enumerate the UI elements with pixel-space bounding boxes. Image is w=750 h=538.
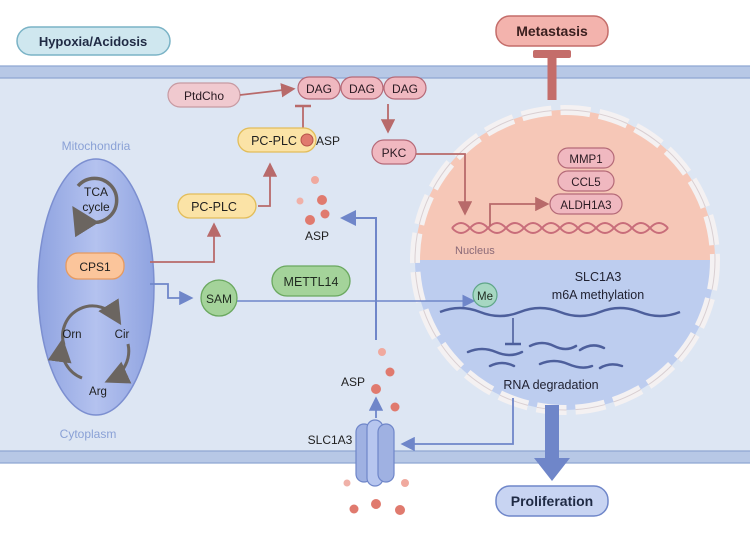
me-label: Me <box>477 291 493 303</box>
asp-dot <box>378 348 386 356</box>
slc1a3-label: SLC1A3 <box>308 433 353 447</box>
pkc-label: PKC <box>382 146 407 160</box>
metastasis-inhibition-bar <box>533 50 571 58</box>
asp-dot <box>311 176 319 184</box>
hypoxia-acidosis-badge: Hypoxia/Acidosis <box>16 26 171 56</box>
transcription-arrow <box>489 196 550 226</box>
cir-label: Cir <box>115 329 130 341</box>
pcplc-activation-arrow <box>258 162 278 207</box>
cps1-node: CPS1 <box>65 252 125 280</box>
rna-fragments <box>466 341 624 370</box>
asp-dot <box>371 499 381 509</box>
asp-dot <box>395 505 405 515</box>
arg-label: Arg <box>89 386 107 398</box>
sam-node: SAM <box>200 279 238 317</box>
pkc-node: PKC <box>371 139 417 165</box>
ptdcho-node: PtdCho <box>167 82 241 108</box>
asp-dot <box>305 215 315 225</box>
dna-helix <box>451 222 669 234</box>
gene-aldh1a3: ALDH1A3 <box>549 193 623 215</box>
top-membrane <box>0 66 750 78</box>
slc1a3-methylation-line2: m6A methylation <box>552 288 644 302</box>
asp-dot <box>317 195 327 205</box>
tca-label-line1: TCA <box>84 185 108 199</box>
asp-dot <box>343 479 351 487</box>
asp-cytoplasm-cluster: ASP <box>296 176 330 243</box>
cytoplasm-label: Cytoplasm <box>60 427 117 441</box>
urea-cycle: Orn Cir Arg <box>47 298 132 398</box>
asp-dot <box>349 504 359 514</box>
asp-dot <box>320 209 330 219</box>
gene-ccl5: CCL5 <box>557 170 615 192</box>
metastasis-badge: Metastasis <box>495 15 609 47</box>
asp-dot <box>296 197 304 205</box>
asp-cytoplasm-label: ASP <box>305 229 329 243</box>
nucleus-label: Nucleus <box>455 245 495 257</box>
mito-to-sam-arrow <box>150 283 194 306</box>
pc-plc-active-label: PC-PLC <box>251 134 297 148</box>
metastasis-label: Metastasis <box>516 23 588 39</box>
gene-aldh1a3-label: ALDH1A3 <box>560 200 611 212</box>
pc-plc-node: PC-PLC <box>177 193 257 219</box>
mitochondria-label: Mitochondria <box>62 139 131 153</box>
asp-dot <box>401 479 409 487</box>
nucleus-to-slc1a3-arrow <box>400 398 514 452</box>
slc1a3-mrna <box>439 306 681 318</box>
proliferation-label: Proliferation <box>511 493 593 509</box>
gene-mmp1: MMP1 <box>557 147 615 169</box>
asp-extracellular-cluster <box>343 479 409 515</box>
asp-dot <box>371 384 381 394</box>
hypoxia-acidosis-label: Hypoxia/Acidosis <box>39 34 147 49</box>
asp-import-cluster: ASP <box>341 348 400 412</box>
proliferation-arrow <box>534 405 570 481</box>
pc-plc-label: PC-PLC <box>191 200 237 214</box>
asp-bound-dot <box>300 133 314 147</box>
asp-bound-label: ASP <box>316 134 340 148</box>
asp-dot <box>390 402 400 412</box>
slc1a3-transporter <box>355 419 395 487</box>
sam-label: SAM <box>206 292 232 306</box>
dag-label-1: DAG <box>306 82 332 96</box>
mettl14-node: METTL14 <box>271 265 351 297</box>
dag-label-3: DAG <box>392 82 418 96</box>
proliferation-badge: Proliferation <box>495 485 609 517</box>
ptdcho-to-dag-arrow <box>239 83 296 98</box>
slc1a3-methylation-line1: SLC1A3 <box>575 270 622 284</box>
mettl14-label: METTL14 <box>284 275 339 289</box>
asp-transport-arrow <box>340 210 377 340</box>
rna-degradation-label: RNA degradation <box>503 378 598 392</box>
asp-dot <box>385 367 395 377</box>
tca-label-line2: cycle <box>82 200 110 214</box>
orn-label: Orn <box>62 329 81 341</box>
asp-import-label: ASP <box>341 375 365 389</box>
pc-plc-active-node: PC-PLC <box>237 127 317 153</box>
pkc-to-nucleus-arrow <box>416 153 473 216</box>
me-node: Me <box>472 282 498 308</box>
cps1-label: CPS1 <box>79 260 111 274</box>
dag-label-2: DAG <box>349 82 375 96</box>
gene-mmp1-label: MMP1 <box>569 154 602 166</box>
dag-group: DAG DAG DAG <box>297 76 427 100</box>
gene-ccl5-label: CCL5 <box>571 177 600 189</box>
cps1-to-pcplc-arrow <box>150 222 222 263</box>
tca-cycle: TCA cycle <box>72 176 119 238</box>
ptdcho-label: PtdCho <box>184 89 224 103</box>
